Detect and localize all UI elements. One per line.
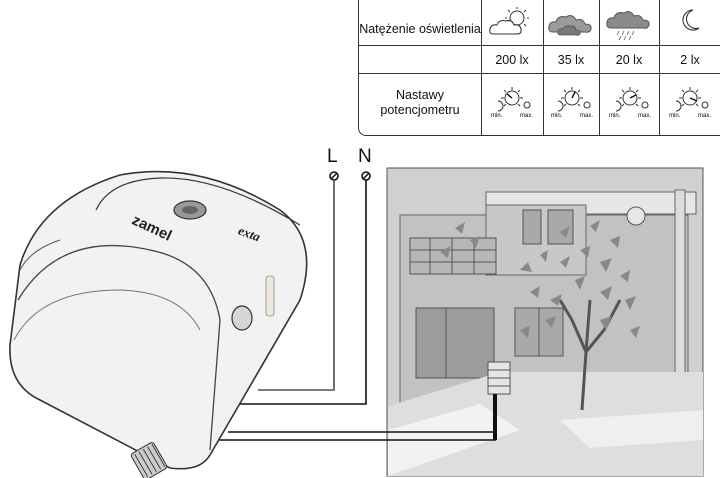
dark-cloud-icon	[548, 15, 592, 36]
potentiometer-dial-icon	[557, 87, 591, 112]
lux-value: 2 lx	[680, 53, 700, 67]
sun-behind-cloud-icon	[489, 7, 529, 35]
lux-value: 20 lx	[615, 53, 643, 67]
knob-min-label: min.	[669, 113, 681, 119]
knob-max-label: max.	[520, 113, 534, 119]
rain-cloud-icon	[606, 11, 650, 41]
potentiometer-dial-icon	[497, 87, 531, 112]
table-divider	[659, 0, 660, 135]
illuminance-label: Natężenie oświetlenia	[359, 22, 481, 36]
wiring	[218, 171, 496, 441]
zamel-dusk-switch-device: zamel exta	[9, 170, 308, 478]
table-divider	[359, 73, 720, 74]
lux-value: 35 lx	[557, 53, 585, 67]
knob-min-label: min.	[609, 113, 621, 119]
sensor-wire	[228, 431, 496, 438]
knob-max-label: max.	[698, 113, 712, 119]
table-divider	[481, 0, 482, 135]
knob-min-label: min.	[491, 113, 503, 119]
lux-value: 200 lx	[495, 53, 529, 67]
terminal-n-label: N	[358, 146, 372, 167]
table-divider	[599, 0, 600, 135]
indicator-window	[265, 275, 275, 317]
table-divider	[359, 45, 720, 46]
potentiometer-knob[interactable]	[130, 442, 168, 478]
knob-max-label: max.	[638, 113, 652, 119]
settings-table: Natężenie oświetlenia Nastawy potencjome…	[358, 0, 720, 136]
knob-max-label: max.	[580, 113, 594, 119]
exta-logo: exta	[236, 223, 263, 245]
tree	[440, 220, 640, 411]
light-sensor	[487, 361, 511, 440]
house	[388, 189, 703, 476]
svg-text:exta: exta	[236, 223, 263, 245]
crescent-moon-icon	[682, 9, 700, 31]
potentiometer-label: Nastawy potencjometru	[380, 88, 460, 117]
knob-min-label: min.	[551, 113, 563, 119]
terminal-l-label: L	[327, 146, 338, 167]
potentiometer-dial-icon	[675, 87, 709, 112]
table-divider	[543, 0, 544, 135]
mounting-hole	[231, 305, 253, 331]
neutral-wire	[240, 180, 367, 405]
potentiometer-dial-icon	[615, 87, 649, 112]
